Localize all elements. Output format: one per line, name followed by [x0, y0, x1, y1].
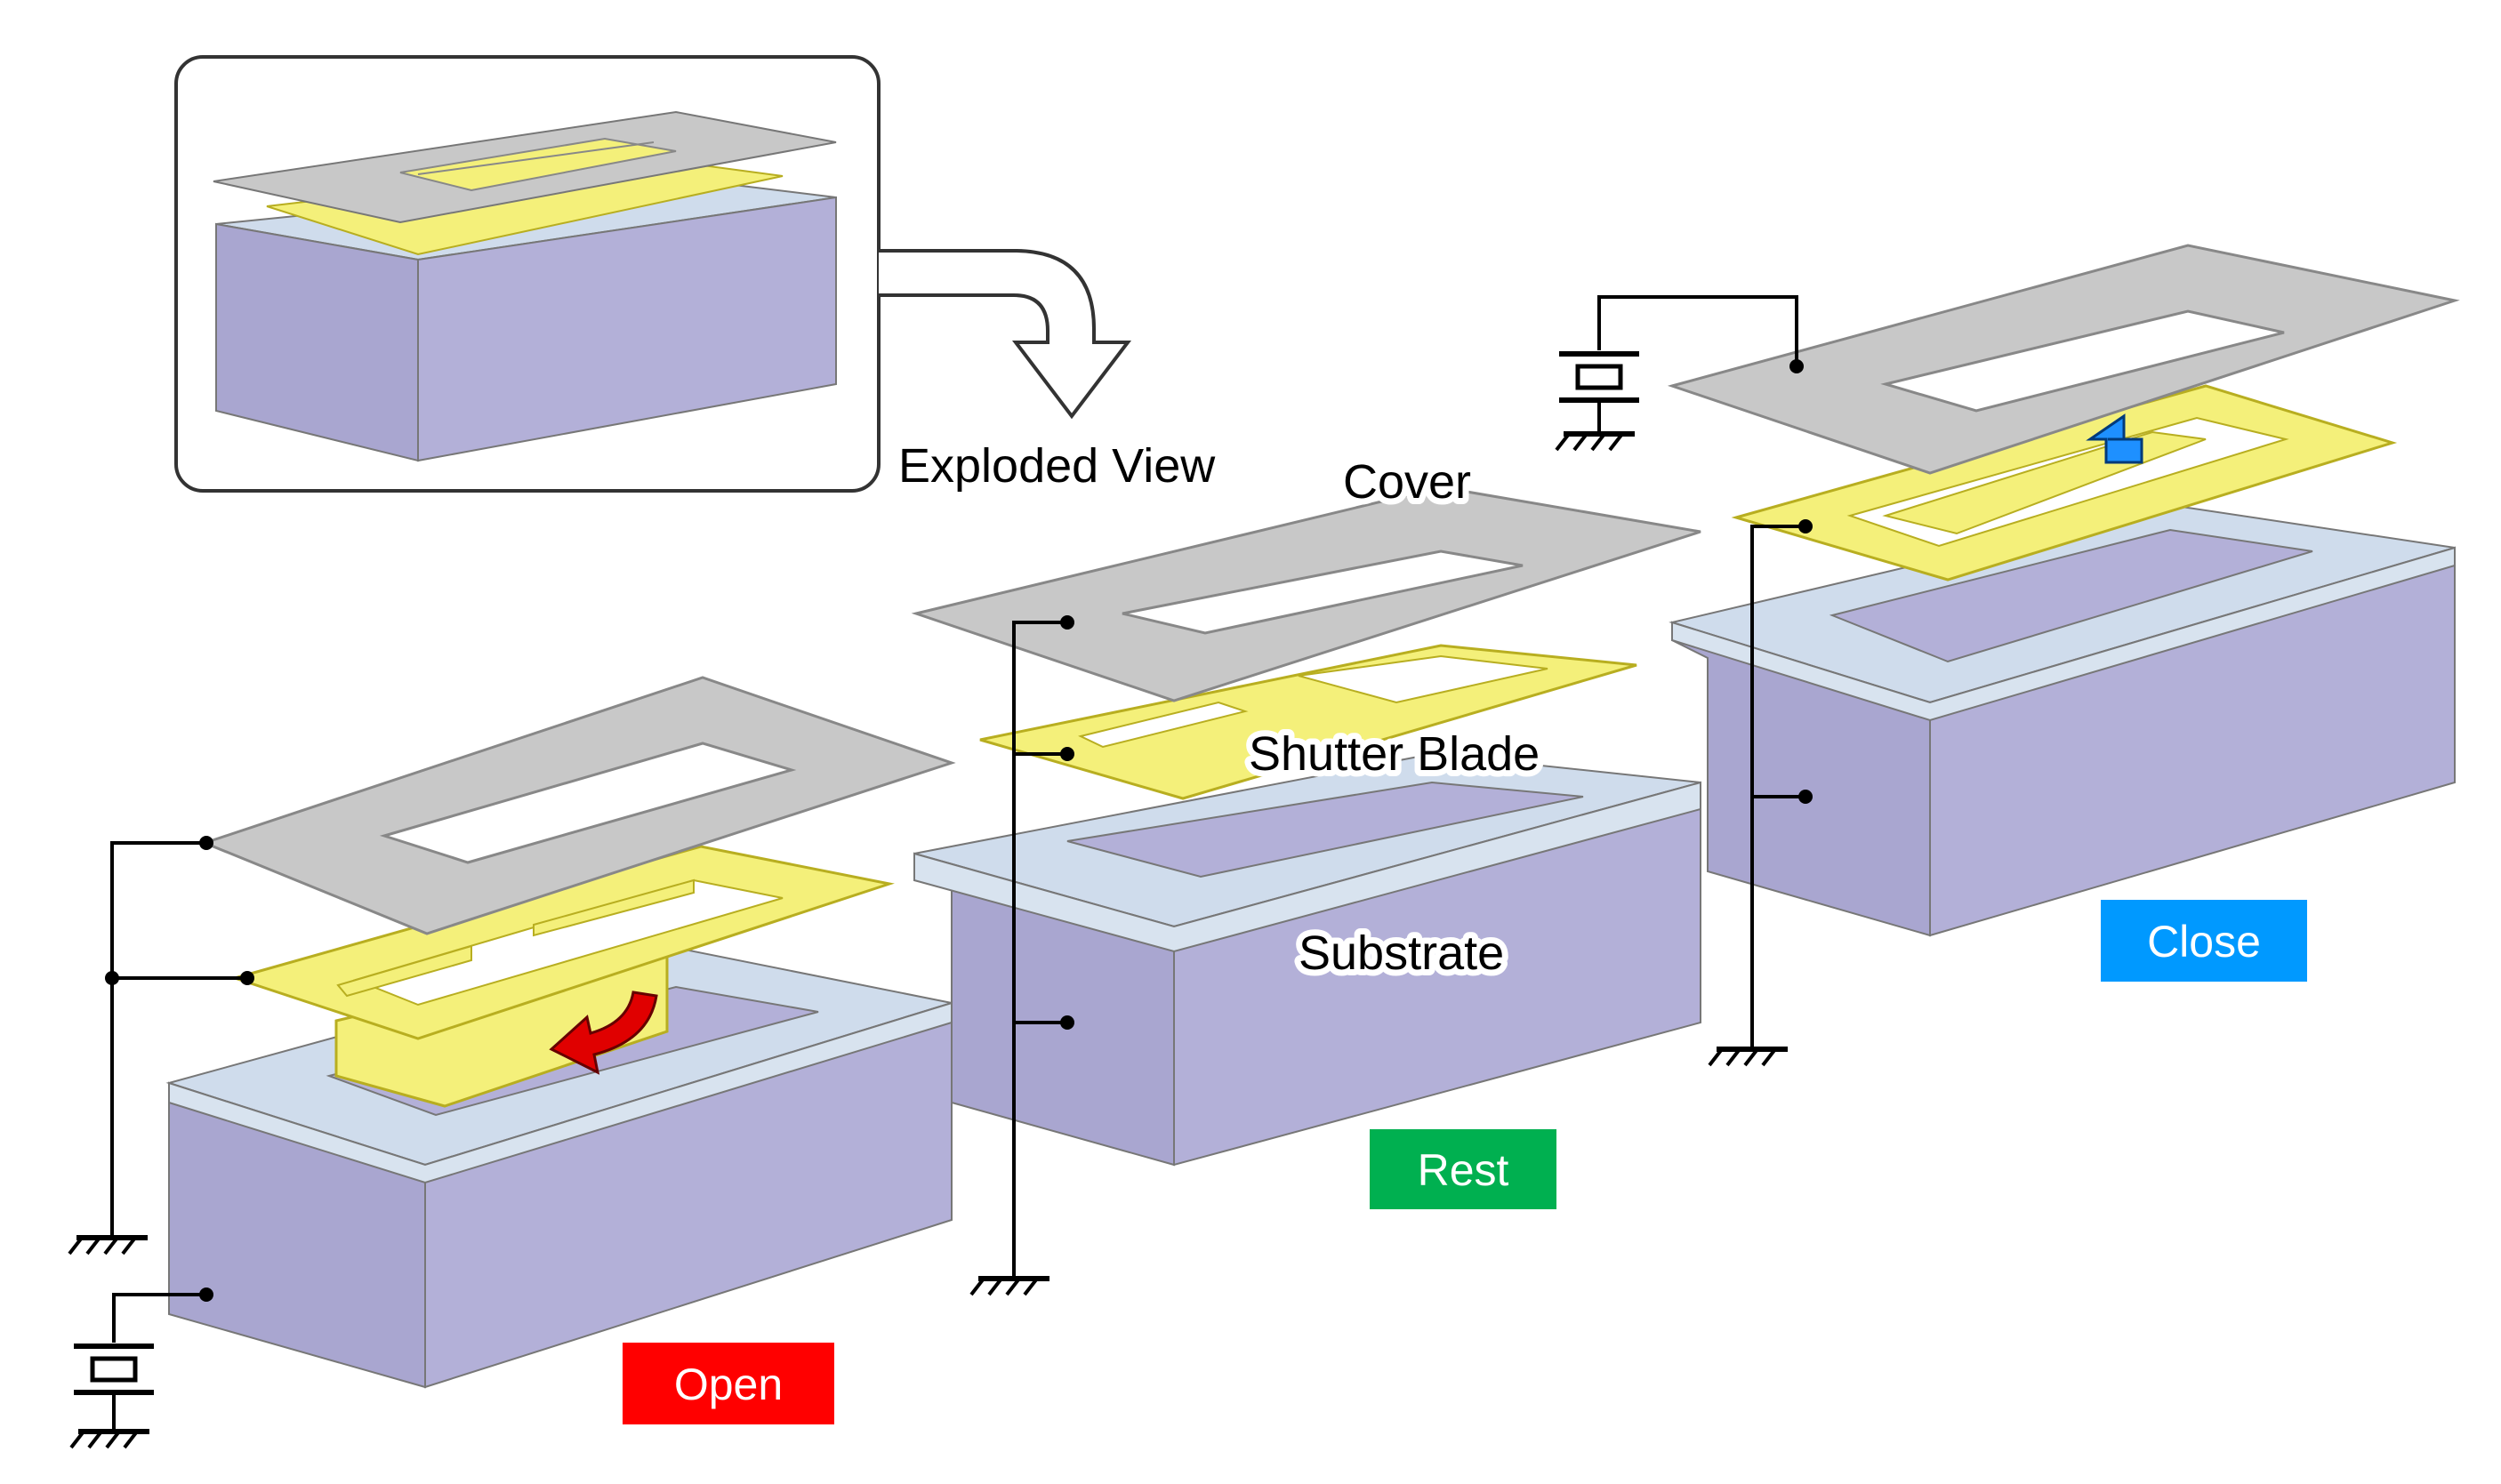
rest-cover-contact — [1060, 615, 1074, 630]
badge-close: Close — [2101, 900, 2307, 982]
badge-open: Open — [623, 1343, 834, 1424]
up-arrow-icon — [2086, 413, 2143, 464]
ground-symbol-icon — [971, 1279, 1049, 1295]
close-substrate — [1669, 503, 2456, 937]
ground-symbol-icon — [1556, 434, 1635, 450]
rest-assembly — [911, 485, 1701, 1295]
badge-close-label: Close — [2147, 917, 2261, 967]
voltage-source-icon — [1559, 354, 1639, 400]
badge-open-label: Open — [674, 1360, 783, 1409]
cover-label: Cover — [1343, 455, 1471, 509]
open-junction — [105, 971, 119, 985]
close-cover — [1667, 244, 2460, 475]
close-wiring — [1597, 295, 1805, 1049]
badge-rest: Rest — [1370, 1129, 1556, 1209]
rest-cover — [911, 485, 1701, 702]
close-blade-contact — [1798, 519, 1813, 533]
open-assembly — [69, 676, 956, 1448]
close-cover-contact — [1789, 359, 1804, 373]
open-cover — [200, 676, 956, 935]
substrate-label: Substrate — [1299, 926, 1504, 980]
shutter-blade-label: Shutter Blade — [1249, 727, 1540, 781]
inset-cover — [213, 110, 837, 224]
open-wiring — [110, 841, 247, 1432]
rest-substrate-contact — [1060, 1015, 1074, 1030]
open-blade — [229, 845, 895, 1040]
exploded-view-inset — [174, 55, 881, 493]
rest-substrate — [913, 752, 1701, 1167]
close-substrate-contact — [1798, 790, 1813, 804]
open-cover-contact — [199, 836, 213, 850]
close-assembly — [1556, 244, 2460, 1065]
rest-blade-contact — [1060, 747, 1074, 761]
voltage-source-icon — [74, 1346, 154, 1392]
rest-blade — [979, 644, 1637, 800]
ground-symbol-icon — [1709, 1049, 1788, 1065]
open-substrate-contact — [199, 1287, 213, 1302]
curved-arrow-icon — [549, 991, 658, 1075]
badge-rest-label: Rest — [1418, 1145, 1509, 1195]
open-blade-contact — [240, 971, 254, 985]
ground-symbol-icon — [71, 1432, 149, 1448]
exploded-view-label: Exploded View — [898, 439, 1216, 493]
rest-wiring — [1012, 621, 1067, 1279]
exploded-arrow-icon — [879, 249, 1132, 420]
ground-symbol-icon — [69, 1238, 148, 1254]
